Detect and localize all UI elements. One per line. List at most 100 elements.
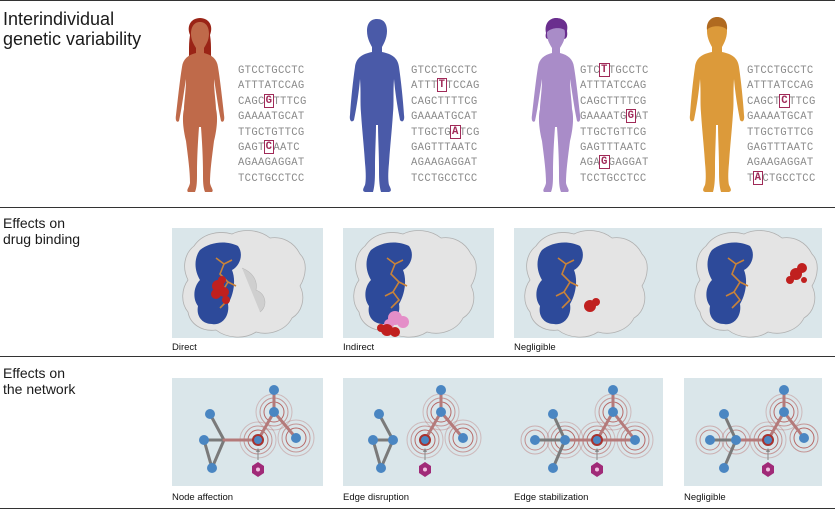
dna-bases: GAAAATGCAT [238,111,305,124]
male-figure-icon [689,17,745,192]
nodes [705,385,809,473]
network-panel-negligible [684,378,822,486]
dna-bases: GAGT [238,141,265,154]
dna-bases: GTCCTGCCTC [238,65,305,77]
dna-bases: AGA [580,157,600,170]
snp-variant: C [263,139,275,154]
dna-bases: TTGCTG [411,126,451,139]
snp-variant: G [625,109,637,124]
protein-right [694,230,818,338]
dna-bases: CTGCCTCC [762,172,816,185]
dna-line: GTCCTGCCTC [238,64,307,79]
network-caption-node-affection: Node affection [172,492,234,503]
dna-bases: TTGCTGTTCG [747,126,814,139]
bottom-rule [0,508,835,509]
dna-bases: AATC [273,141,300,154]
dna-bases: AGAAGAGGAT [238,157,305,170]
snp-variant: A [449,124,461,139]
dna-bases: GAGTTTAATC [747,141,814,154]
dna-bases: ATTT [411,80,438,93]
dna-bases: ATTTATCCAG [747,80,814,93]
protein-structure [182,230,306,338]
variant-residue [786,263,807,284]
dna-line: AGAAGAGGAT [411,156,480,171]
hair-top [547,20,566,32]
binding-panel-direct [172,228,323,338]
binding-caption-direct: Direct [172,342,197,353]
nodes [199,385,301,473]
dna-line: GAGTTTAATC [580,141,649,156]
dna-line: GAGTCAATC [238,139,307,156]
dna-bases: GAAAATGCAT [747,111,814,124]
dna-line: GTCCTGCCTC [747,64,816,79]
drug-icon [419,448,431,477]
dna-line: TCCTGCCTCC [580,172,649,187]
network-graph [368,385,654,477]
dna-bases: TTTCG [273,95,307,108]
body [531,22,581,192]
snp-variant: C [779,93,790,108]
dna-line: AGAAGAGGAT [238,156,307,171]
network-graph [199,385,315,477]
variant-residue [584,298,600,312]
dna-line: TCCTGCCTCC [238,172,307,187]
dna-bases: ATTTATCCAG [238,80,305,93]
network-caption-negligible: Negligible [684,492,726,503]
dna-bases: GAAAATG [580,111,627,124]
dna-bases: GAAAATGCAT [411,111,478,124]
person-female-red [172,17,228,193]
dna-line: GAAAATGCAT [747,110,816,125]
binding-panel-indirect [343,228,494,338]
dna-bases: GTCCTGCCTC [747,65,814,77]
dna-line: GAAAATGGAT [580,109,649,125]
dna-line: GAAAATGCAT [411,110,480,125]
ligand [213,257,237,309]
dna-line: TACTGCCTCC [747,170,816,187]
dna-line: AGAAGAGGAT [747,156,816,171]
network-caption-edge-disruption: Edge disruption [343,492,410,503]
dna-bases: GTCCTGCCTC [411,65,478,77]
dna-line: GTCTTGCCTC [580,63,649,79]
dna-bases: GAGTTTAATC [411,141,478,154]
dna-bases: TTGCTGTTCG [238,126,305,139]
dna-bases: TGCCTC [608,65,649,77]
nodes [368,385,468,473]
dna-bases: CAGCTTTTCG [411,95,478,108]
dna-line: CAGCTTTTCG [411,95,480,110]
hair [706,17,728,30]
dna-bases: AGAAGAGGAT [411,157,478,170]
dna-line: ATTTTTCCAG [411,78,480,94]
drug-icon [762,448,774,477]
dna-line: CAGCGTTTCG [238,93,307,110]
section-title-variability: Interindividual genetic variability [3,9,142,49]
variant-residue [377,324,400,337]
drug-icon [591,448,603,477]
section-title-binding: Effects on drug binding [3,215,81,247]
dna-bases: TCCAG [446,80,480,93]
snp-variant: A [752,170,764,185]
dna-line: TTGCTGTTCG [580,126,649,141]
top-rule [0,0,835,1]
dna-line: CAGCTTTTCG [580,95,649,110]
protein-structure [353,230,477,338]
nodes [530,385,640,473]
body [689,19,745,192]
dna-line: TTGCTGTTCG [238,126,307,141]
network-panel-edge-disruption [343,378,663,486]
dna-line: ATTTATCCAG [747,79,816,94]
female-figure-icon [531,18,581,192]
dna-line: TCCTGCCTCC [411,172,480,187]
halo-rings [695,393,819,459]
body [349,19,405,192]
snp-variant: G [263,93,275,108]
dna-bases: TCCTGCCTCC [238,172,305,185]
dna-line: ATTTATCCAG [238,79,307,94]
dna-bases: GTC [580,65,600,77]
halo-rings [239,393,315,459]
divider-2 [0,356,835,357]
dna-bases: TCG [459,126,480,139]
dna-bases: TCCTGCCTCC [580,172,647,185]
